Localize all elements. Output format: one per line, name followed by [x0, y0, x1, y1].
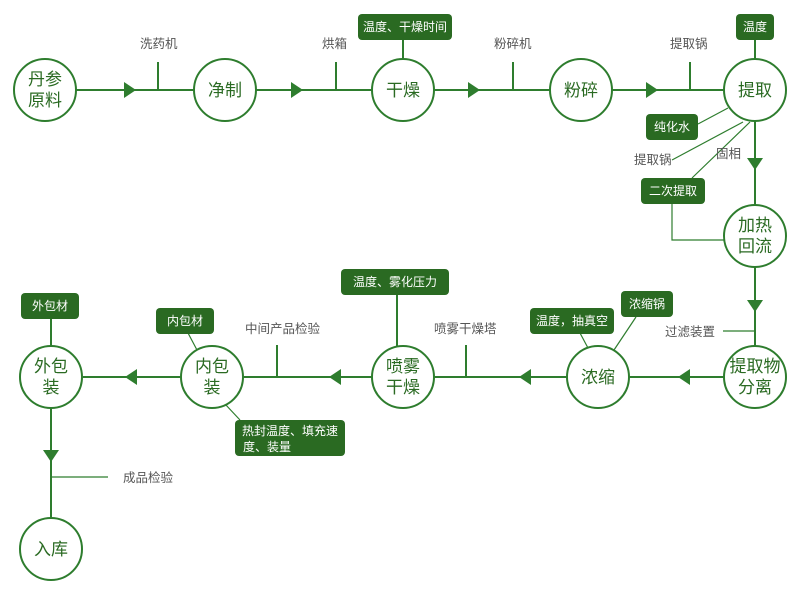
arrow-right-3 — [468, 82, 480, 98]
equip-label-tiquguo2: 提取锅 — [634, 152, 672, 167]
node-ganzao-label: 干燥 — [386, 81, 420, 101]
node-tiqu-label: 提取 — [738, 81, 772, 101]
arrow-right-1 — [124, 82, 136, 98]
node-jiare: 加热 回流 — [723, 204, 787, 268]
line-tiquguo2 — [671, 121, 744, 161]
node-penwu-line2: 干燥 — [386, 378, 420, 398]
equip-label-chengpin: 成品检验 — [123, 470, 174, 485]
node-penwu-line1: 喷雾 — [386, 357, 420, 377]
arrow-down-1 — [747, 158, 763, 170]
node-ruku: 入库 — [19, 517, 83, 581]
node-tiqu: 提取 — [723, 58, 787, 122]
node-fensui: 粉碎 — [549, 58, 613, 122]
equip-label-xiyaoji: 洗药机 — [140, 36, 178, 51]
equip-label-fensuiji: 粉碎机 — [494, 36, 532, 51]
node-neibao: 内包 装 — [180, 345, 244, 409]
arrow-down-2 — [747, 300, 763, 312]
svg-text:温度: 温度 — [743, 19, 767, 34]
svg-text:热封温度、填充速: 热封温度、填充速 — [242, 423, 338, 438]
node-waibao: 外包 装 — [19, 345, 83, 409]
node-neibao-line1: 内包 — [195, 357, 229, 377]
equip-label-zhongjian: 中间产品检验 — [245, 321, 321, 336]
node-jingzhi: 净制 — [193, 58, 257, 122]
svg-text:浓缩锅: 浓缩锅 — [629, 296, 665, 311]
arrow-right-4 — [646, 82, 658, 98]
tag-neibaocai: 内包材 — [156, 308, 214, 334]
arrow-left-3 — [329, 369, 341, 385]
svg-text:度、装量: 度、装量 — [243, 439, 291, 454]
tag-stem-neibaocai — [187, 332, 198, 351]
node-ganzao: 干燥 — [371, 58, 435, 122]
node-jiare-line1: 加热 — [738, 216, 772, 236]
tag-penwu-param: 温度、雾化压力 — [341, 269, 449, 295]
node-danshen: 丹参 原料 — [13, 58, 77, 122]
arrow-left-4 — [125, 369, 137, 385]
equip-label-guolv: 过滤装置 — [665, 324, 715, 339]
node-danshen-line2: 原料 — [28, 91, 62, 111]
node-nongsuo-label: 浓缩 — [581, 368, 615, 388]
line-erci-return — [671, 203, 724, 241]
node-penwu: 喷雾 干燥 — [371, 345, 435, 409]
tag-stem-nongsuoguo — [613, 316, 637, 351]
node-jingzhi-label: 净制 — [208, 81, 242, 101]
svg-text:内包材: 内包材 — [167, 314, 203, 328]
node-nongsuo: 浓缩 — [566, 345, 630, 409]
equip-label-hongxiang: 烘箱 — [322, 36, 347, 51]
svg-text:温度、干燥时间: 温度、干燥时间 — [363, 19, 447, 34]
equip-label-tiquguo: 提取锅 — [670, 36, 708, 51]
tag-stem-rfeng — [224, 403, 241, 421]
node-ruku-label: 入库 — [34, 540, 68, 560]
tag-rfeng: 热封温度、填充速 度、装量 — [235, 420, 345, 456]
node-waibao-line2: 装 — [43, 378, 60, 398]
arrow-down-3 — [43, 450, 59, 462]
svg-text:纯化水: 纯化水 — [654, 120, 690, 134]
tag-nongsuo-param: 温度，抽真空 — [530, 308, 614, 334]
arrow-right-2 — [291, 82, 303, 98]
svg-text:外包材: 外包材 — [32, 299, 68, 313]
node-fenli-line1: 提取物 — [730, 357, 781, 377]
arrow-left-1 — [678, 369, 690, 385]
svg-text:二次提取: 二次提取 — [649, 183, 697, 198]
tag-waibaocai: 外包材 — [21, 293, 79, 319]
node-fensui-label: 粉碎 — [564, 81, 598, 101]
tag-chunhuashui: 纯化水 — [646, 114, 698, 140]
tag-nongsuoguo: 浓缩锅 — [621, 291, 673, 317]
node-waibao-line1: 外包 — [34, 357, 68, 377]
node-neibao-line2: 装 — [204, 378, 221, 398]
tag-ganzao-param: 温度、干燥时间 — [358, 14, 452, 40]
node-fenli-line2: 分离 — [738, 378, 772, 398]
arrow-left-2 — [519, 369, 531, 385]
equip-label-guxiang: 固相 — [716, 146, 741, 161]
line-chunhuashui — [697, 107, 729, 125]
svg-text:温度，抽真空: 温度，抽真空 — [536, 313, 608, 328]
node-jiare-line2: 回流 — [738, 237, 772, 257]
node-fenli: 提取物 分离 — [723, 345, 787, 409]
line-guxiang — [691, 121, 751, 179]
tag-stem-nongsuo-param — [579, 332, 589, 349]
equip-label-penwu-tower: 喷雾干燥塔 — [434, 321, 497, 336]
tag-tiqu-temp: 温度 — [736, 14, 774, 40]
tag-erci: 二次提取 — [641, 178, 705, 204]
svg-text:温度、雾化压力: 温度、雾化压力 — [353, 274, 437, 289]
node-danshen-line1: 丹参 — [28, 70, 62, 90]
